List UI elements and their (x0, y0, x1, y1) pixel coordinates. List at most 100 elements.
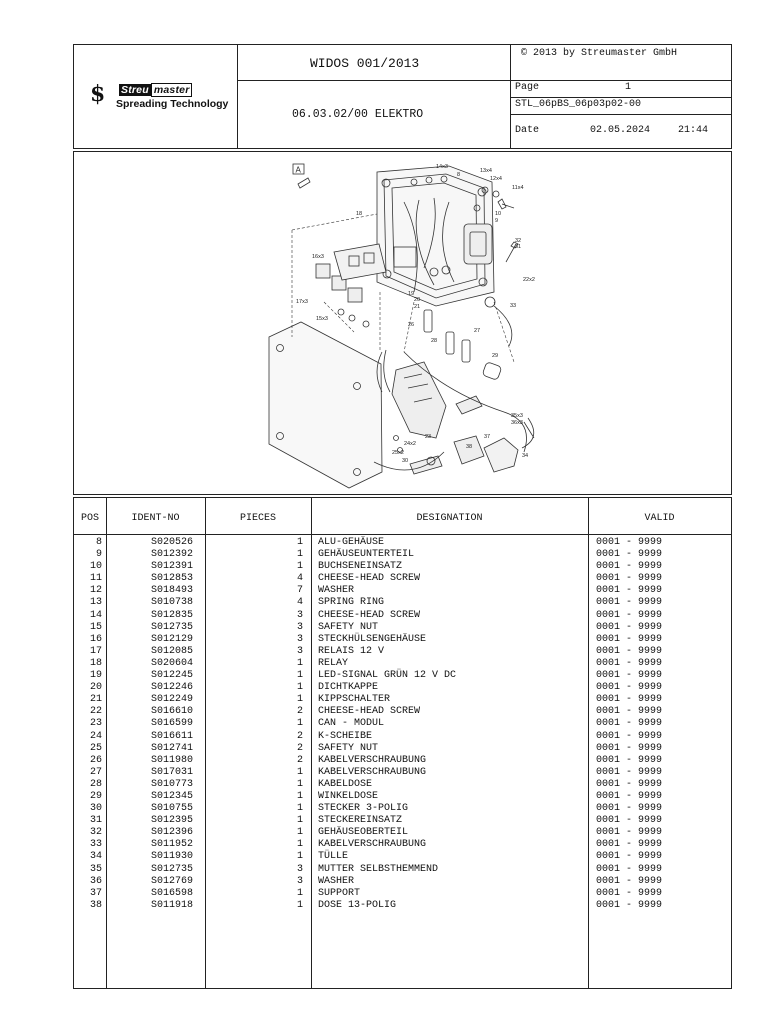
pieces-cell: 1 (296, 851, 303, 863)
valid-cell: 0001 - 9999 (596, 549, 663, 561)
ident-cell: S012853 (150, 573, 193, 585)
ident-cell: S012392 (150, 549, 193, 561)
page-number: 1 (625, 82, 632, 93)
designation-cell: DOSE 13-POLIG (318, 899, 397, 911)
ident-cell: S010738 (150, 597, 193, 609)
ident-cell: S011930 (150, 851, 193, 863)
svg-text:10: 10 (495, 211, 501, 217)
pos-cell: 38 (89, 899, 102, 911)
designation-cell: CAN - MODUL (318, 718, 385, 730)
pos-cell: 25 (89, 742, 102, 754)
pieces-cell: 1 (296, 682, 303, 694)
svg-text:31: 31 (515, 244, 521, 250)
pos-cell: 24 (89, 730, 102, 742)
pos-cell: 17 (89, 645, 102, 657)
pos-cell: 30 (89, 803, 102, 815)
pieces-cell: 2 (296, 742, 303, 754)
ident-cell: S012396 (150, 827, 193, 839)
valid-cell: 0001 - 9999 (596, 827, 663, 839)
designation-cell: KABELDOSE (318, 778, 373, 790)
svg-text:30: 30 (402, 458, 408, 464)
designation-cell: STECKEREINSATZ (318, 815, 403, 827)
pos-cell: 13 (89, 597, 102, 609)
document-code: STL_06pBS_06p03p02-00 (515, 99, 642, 110)
pieces-cell: 1 (296, 657, 303, 669)
pos-cell: 23 (89, 718, 102, 730)
valid-cell: 0001 - 9999 (596, 803, 663, 815)
ident-cell: S012345 (150, 790, 193, 802)
pieces-cell: 1 (296, 803, 303, 815)
svg-text:22x2: 22x2 (523, 277, 535, 283)
pieces-cell: 2 (296, 706, 303, 718)
pos-cell: 8 (95, 537, 102, 548)
ident-cell: S012085 (150, 645, 193, 657)
column-divider (311, 498, 312, 988)
pos-cell: 9 (95, 549, 102, 561)
designation-cell: RELAIS 12 V (318, 645, 385, 657)
page-label: Page (515, 82, 540, 93)
pieces-cell: 2 (296, 754, 303, 766)
svg-text:35x3: 35x3 (511, 413, 523, 419)
ident-cell: S016611 (150, 730, 193, 742)
svg-text:9: 9 (495, 218, 498, 224)
designation-cell: KABELVERSCHRAUBUNG (318, 839, 427, 851)
cable-glands (373, 296, 535, 475)
pos-cell: 20 (89, 682, 102, 694)
pos-cell: 37 (89, 887, 102, 899)
pos-cell: 16 (89, 633, 102, 645)
view-arrow-icon (297, 177, 311, 189)
valid-cell: 0001 - 9999 (596, 657, 663, 669)
pieces-cell: 4 (296, 597, 303, 609)
pieces-cell: 1 (296, 790, 303, 802)
pieces-cell: 2 (296, 730, 303, 742)
leader-lines (291, 213, 515, 363)
ident-cell: S018493 (150, 585, 193, 597)
pos-cell: 14 (89, 609, 102, 621)
designation-cell: KABELVERSCHRAUBUNG (318, 754, 427, 766)
valid-cell: 0001 - 9999 (596, 778, 663, 790)
valid-cell: 0001 - 9999 (596, 742, 663, 754)
ident-cell: S012735 (150, 621, 193, 633)
pos-cell: 18 (89, 657, 102, 669)
designation-cell: WINKELDOSE (318, 790, 379, 802)
designation-cell: CHEESE-HEAD SCREW (318, 609, 421, 621)
exploded-view-figure: A (73, 151, 732, 495)
svg-text:8: 8 (457, 172, 460, 178)
exploded-drawing: A (268, 163, 535, 489)
svg-text:36x3: 36x3 (511, 420, 523, 426)
pos-cell: 35 (89, 863, 102, 875)
housing (376, 165, 495, 307)
svg-text:20: 20 (414, 297, 420, 303)
divider (510, 114, 731, 115)
column-header-pos: POS (80, 513, 99, 524)
ident-cell: S012769 (150, 875, 193, 887)
svg-text:24x2: 24x2 (404, 441, 416, 447)
logo-tagline: Spreading Technology (116, 98, 229, 110)
divider (237, 45, 238, 148)
pieces-cell: 1 (296, 827, 303, 839)
callout-labels: 14x3 8 13x4 12x4 11x4 10 9 32 31 18 16x3… (296, 164, 535, 464)
pieces-cell: 1 (296, 718, 303, 730)
pos-cell: 36 (89, 875, 102, 887)
ident-cell: S012741 (150, 742, 193, 754)
valid-cell: 0001 - 9999 (596, 899, 663, 911)
ident-cell: S016610 (150, 706, 193, 718)
svg-text:23: 23 (425, 434, 431, 440)
valid-cell: 0001 - 9999 (596, 718, 663, 730)
logo-mark-icon: $ (90, 81, 106, 107)
designation-cell: WASHER (318, 585, 355, 597)
designation-cell: TÜLLE (318, 851, 349, 863)
date-label: Date (515, 125, 540, 136)
pos-cell: 27 (89, 766, 102, 778)
divider (510, 45, 511, 148)
designation-cell: BUCHSENEINSATZ (318, 561, 403, 573)
pieces-cell: 3 (296, 609, 303, 621)
designation-cell: DICHTKAPPE (318, 682, 379, 694)
pos-cell: 11 (89, 573, 102, 585)
ident-cell: S011952 (150, 839, 193, 851)
pieces-cell: 1 (296, 766, 303, 778)
